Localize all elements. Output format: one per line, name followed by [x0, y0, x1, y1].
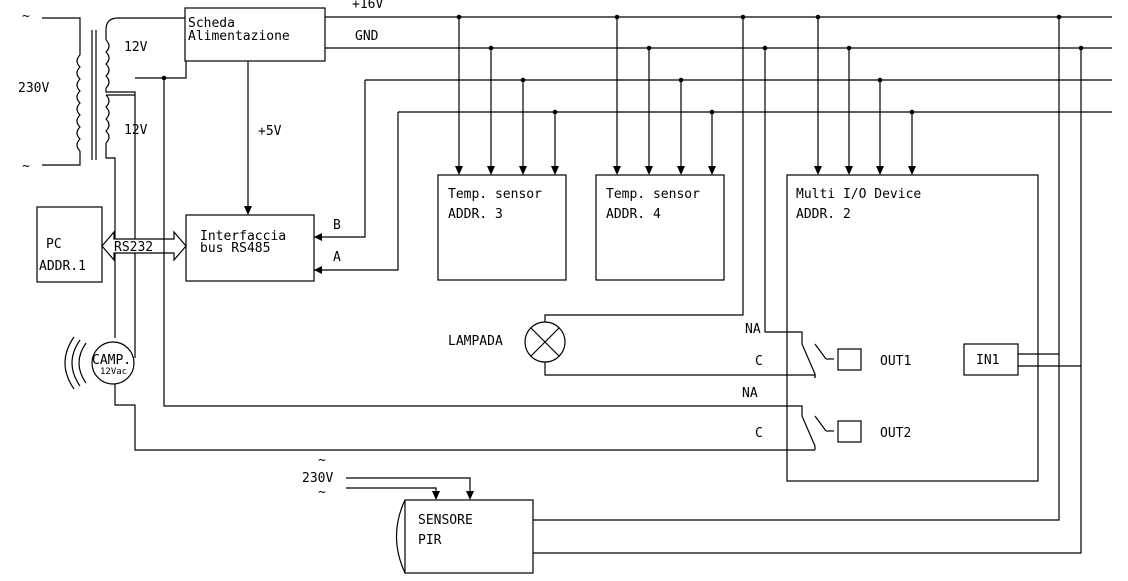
label-16v: +16V [352, 0, 383, 12]
lamp-circuit [524, 17, 816, 378]
multi-io-name: Multi I/O Device [796, 187, 921, 202]
relay-coil-out2 [837, 420, 862, 443]
multi-io-device: Multi I/O Device ADDR. 2 OUT1 OUT2 IN1 [786, 174, 1039, 482]
relay-coil-out1 [837, 348, 862, 371]
multi-io-addr: ADDR. 2 [796, 207, 851, 222]
psu-5v-label: +5V [258, 124, 282, 139]
sensor-addr: ADDR. 3 [448, 207, 503, 222]
bus-rails [325, 16, 1112, 113]
out2-c-label: C [755, 426, 763, 441]
interface-line2: bus RS485 [200, 241, 270, 256]
out1-na-label: NA [745, 322, 761, 337]
pc-addr: ADDR.1 [39, 259, 86, 274]
sensor-addr: ADDR. 4 [606, 207, 661, 222]
temp-sensor-3: Temp. sensor ADDR. 3 [437, 174, 567, 281]
pir-mains-label: 230V [302, 471, 333, 486]
tilde-top: ~ [22, 9, 30, 24]
secondary-top-voltage: 12V [124, 40, 148, 55]
bell-circuit [64, 78, 815, 451]
in1-box [963, 343, 1019, 376]
interface-line1: Interfaccia [200, 229, 286, 244]
bus-drops [455, 17, 916, 175]
rs485-interface: Interfaccia bus RS485 B A [185, 80, 399, 282]
pir-sensor: SENSORE PIR [346, 477, 534, 574]
pir-line1: SENSORE [418, 513, 473, 528]
in1-label: IN1 [976, 353, 999, 368]
out1-c-label: C [755, 354, 763, 369]
sensor-name: Temp. sensor [448, 187, 542, 202]
bell-symbol [91, 341, 135, 385]
pc: PC ADDR.1 [36, 206, 103, 283]
secondary-bottom-voltage: 12V [124, 123, 148, 138]
junction-dots [161, 14, 1084, 115]
pir-line2: PIR [418, 533, 442, 548]
bus-b-label: B [333, 218, 341, 233]
bus-a-label: A [333, 250, 341, 265]
temp-sensor-4: Temp. sensor ADDR. 4 [595, 174, 725, 281]
pir-tilde-top: ~ [318, 453, 326, 468]
bell-label: CAMP. [92, 353, 131, 368]
tilde-bottom: ~ [22, 159, 30, 174]
transformer [42, 17, 187, 358]
psu-line2: Alimentazione [188, 29, 290, 44]
out2-na-label: NA [742, 386, 758, 401]
psu-board: Scheda Alimentazione +5V [184, 7, 326, 215]
pir-tilde-bottom: ~ [318, 485, 326, 500]
out2-label: OUT2 [880, 426, 911, 441]
mains-voltage: 230V [18, 81, 49, 96]
rs232-arrow [101, 230, 187, 262]
pc-name: PC [46, 237, 62, 252]
out1-label: OUT1 [880, 354, 911, 369]
label-gnd: GND [355, 29, 379, 44]
psu-line1: Scheda [188, 16, 235, 31]
bell-rating: 12Vac [100, 367, 127, 377]
lamp-label: LAMPADA [448, 334, 503, 349]
rs232-label: RS232 [114, 240, 153, 255]
sensor-name: Temp. sensor [606, 187, 700, 202]
